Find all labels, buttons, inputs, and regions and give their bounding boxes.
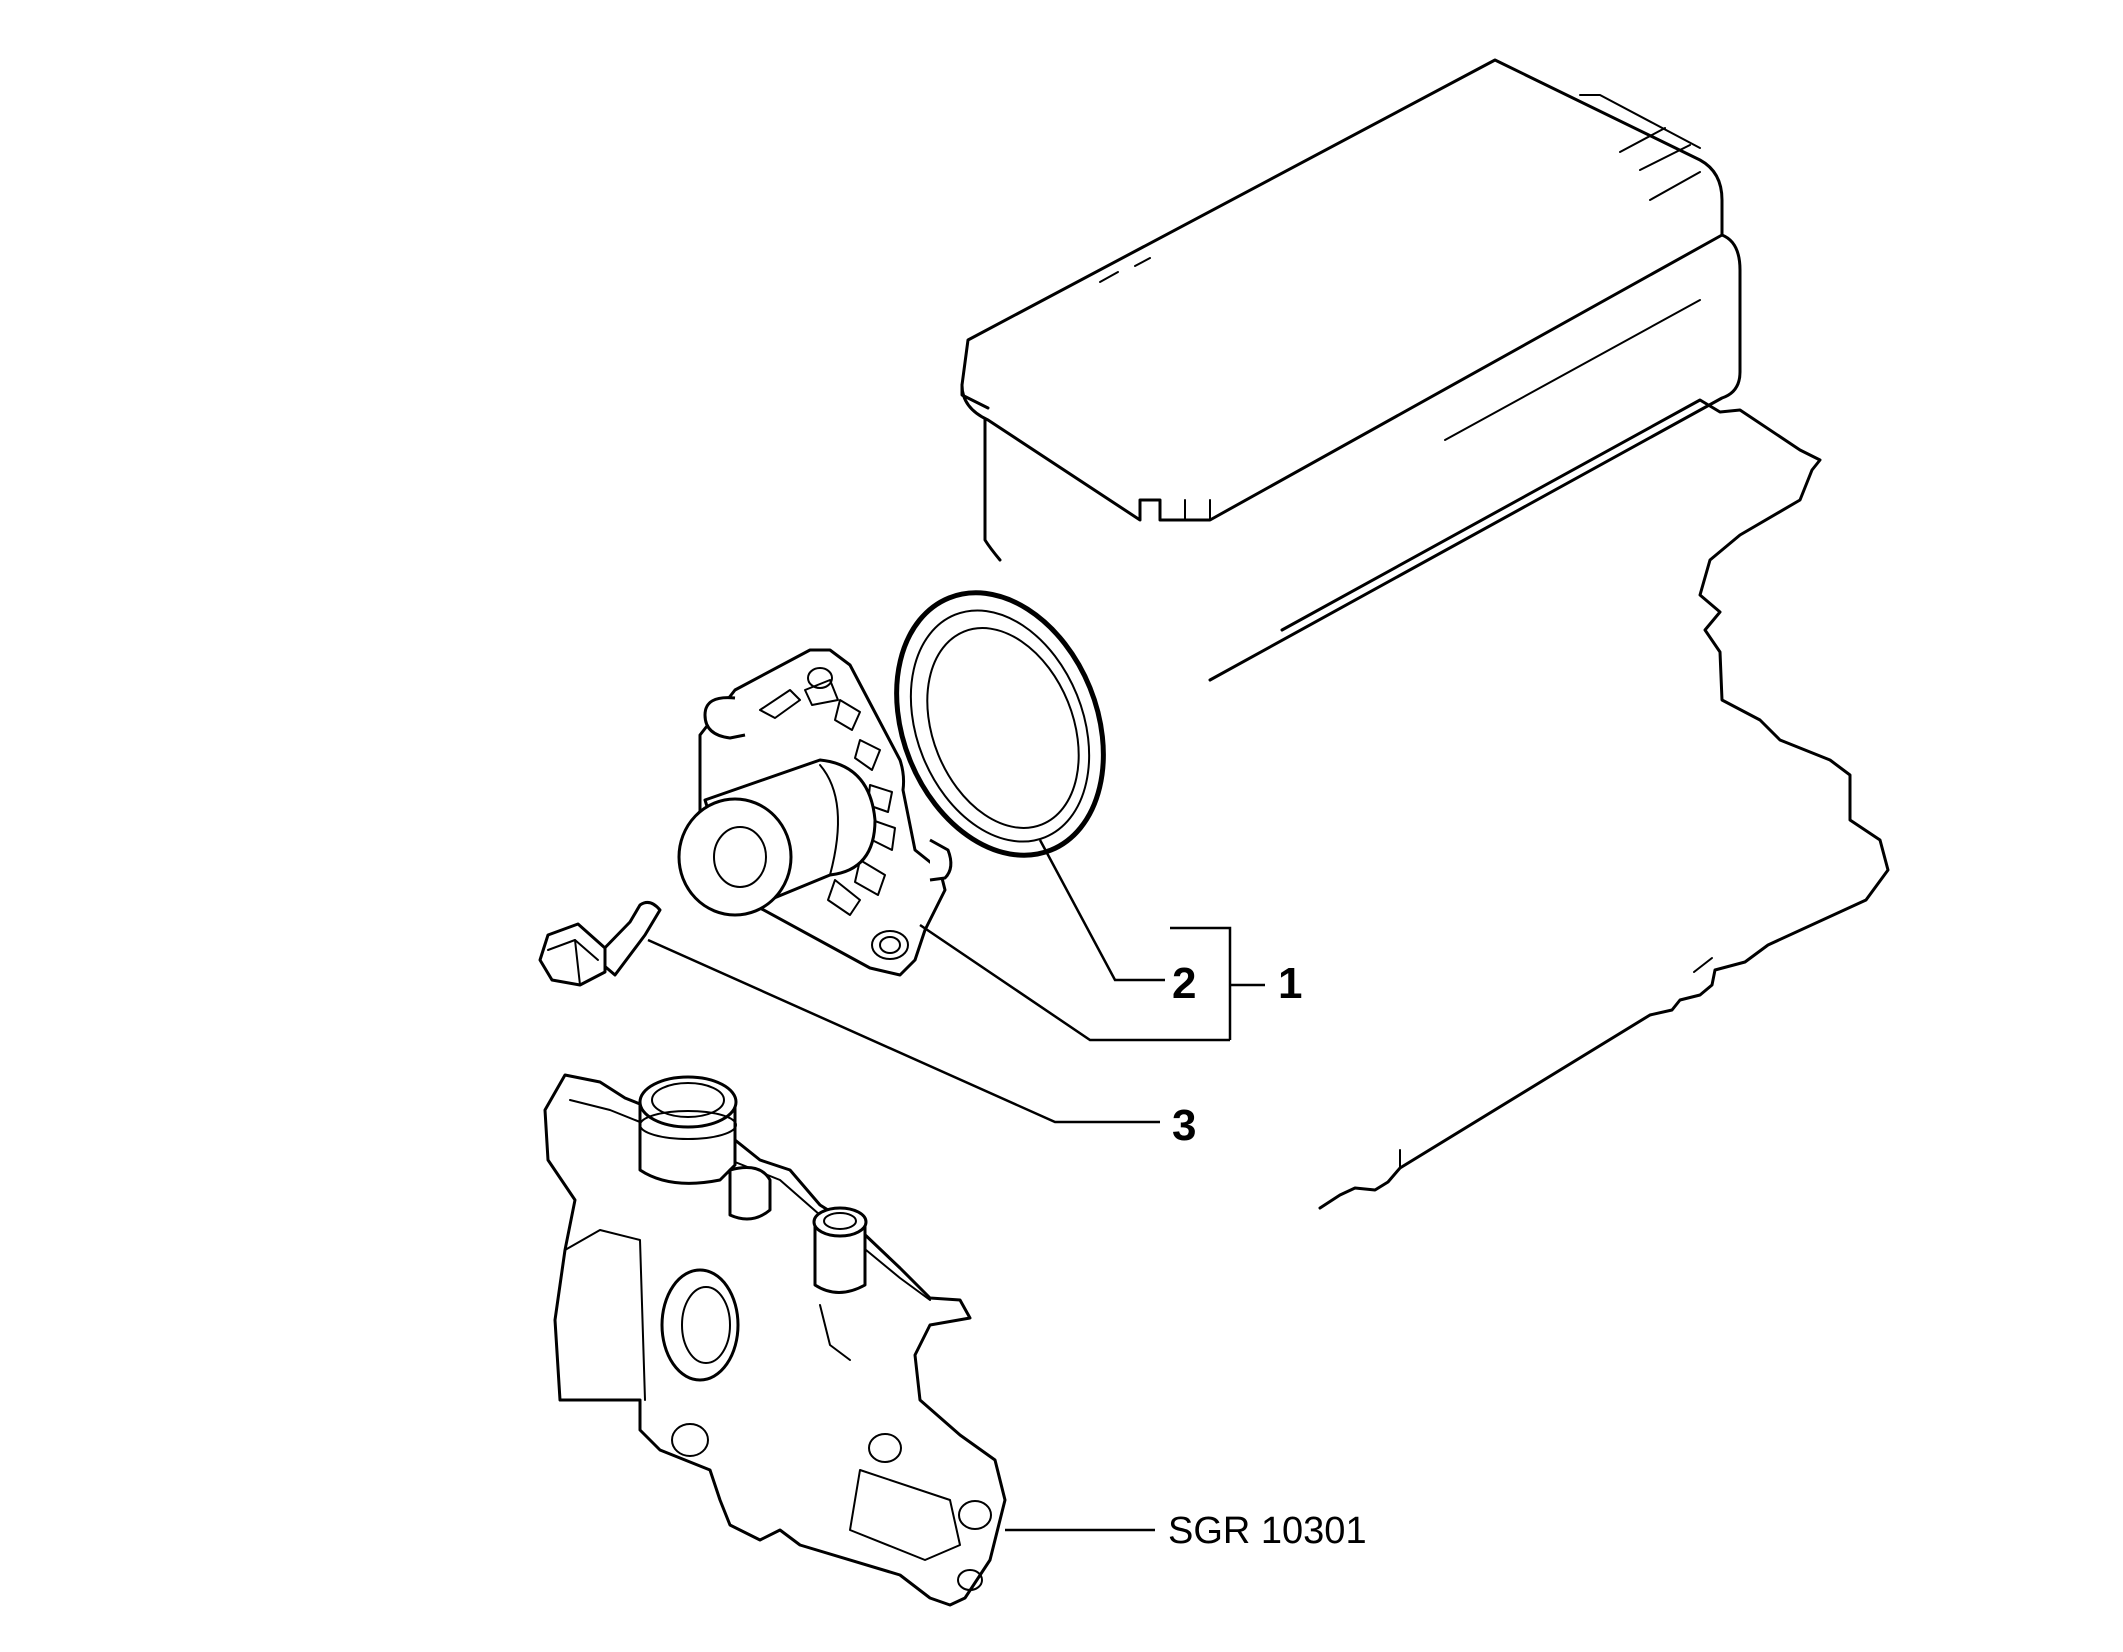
callout-2: 2: [1172, 959, 1196, 1008]
water-pump: [677, 648, 953, 977]
leader-lines: [647, 839, 1265, 1532]
oil-pump-cover: [543, 1073, 1007, 1607]
gasket-ring: [894, 590, 1106, 858]
engine-block-outline: [960, 58, 1890, 1210]
callout-1: 1: [1278, 959, 1302, 1008]
flange-bolt: [538, 900, 662, 987]
callout-3: 3: [1172, 1101, 1196, 1150]
reference-code: SGR 10301: [1168, 1510, 1367, 1552]
